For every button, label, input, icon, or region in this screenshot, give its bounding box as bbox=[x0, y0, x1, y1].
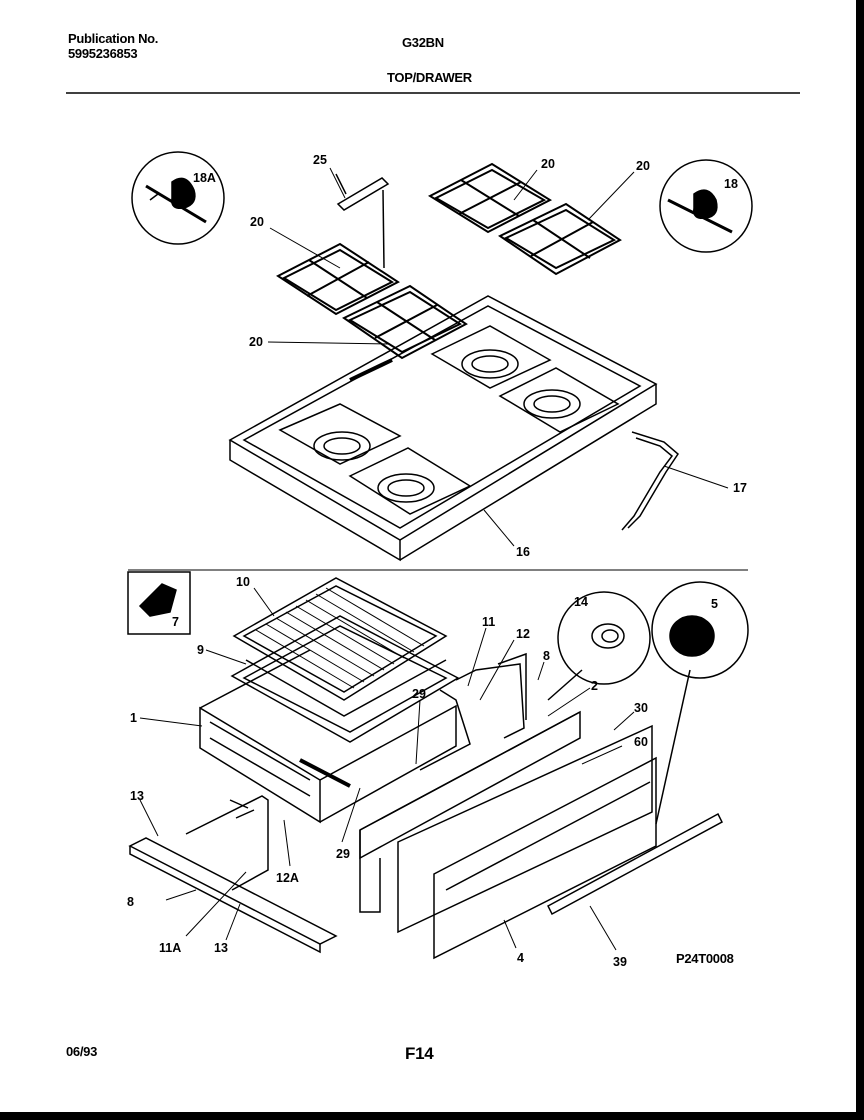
callout-leaders bbox=[139, 167, 729, 951]
callout-4: 4 bbox=[517, 951, 524, 965]
callout-29: 29 bbox=[336, 847, 350, 861]
part-17-wire bbox=[621, 431, 679, 531]
callout-17: 17 bbox=[733, 481, 747, 495]
callout-13: 13 bbox=[214, 941, 228, 955]
callout-13: 13 bbox=[130, 789, 144, 803]
callout-5: 5 bbox=[711, 597, 718, 611]
grate-left-back bbox=[276, 242, 400, 316]
callout-20: 20 bbox=[541, 157, 555, 171]
part-25-clip bbox=[335, 173, 390, 269]
inset-18 bbox=[659, 159, 753, 253]
grate-left-front bbox=[342, 284, 468, 360]
callout-2: 2 bbox=[591, 679, 598, 693]
callout-11: 11 bbox=[482, 615, 495, 629]
publication-label: Publication No. bbox=[68, 31, 159, 46]
scan-border-right bbox=[856, 0, 864, 1120]
section-title: TOP/DRAWER bbox=[387, 70, 472, 85]
callout-20: 20 bbox=[636, 159, 650, 173]
drawer-handle-39 bbox=[547, 812, 723, 916]
drawer-body-1 bbox=[199, 649, 457, 824]
diagram-code: P24T0008 bbox=[676, 951, 734, 966]
callout-14: 14 bbox=[574, 595, 588, 609]
broil-rack-10 bbox=[232, 577, 448, 717]
callout-18A: 18A bbox=[193, 171, 216, 185]
publication-number: 5995236853 bbox=[68, 46, 138, 61]
callout-8: 8 bbox=[127, 895, 134, 909]
drawer-outer-front-4 bbox=[433, 756, 657, 960]
cooktop-16 bbox=[228, 295, 658, 562]
callout-20: 20 bbox=[250, 215, 264, 229]
leader-5 bbox=[655, 669, 691, 825]
slide-rails-13 bbox=[128, 795, 338, 954]
callout-18: 18 bbox=[724, 177, 738, 191]
callout-29: 29 bbox=[412, 687, 426, 701]
callout-1: 1 bbox=[130, 711, 137, 725]
callout-8: 8 bbox=[543, 649, 550, 663]
callout-39: 39 bbox=[613, 955, 627, 969]
callout-30: 30 bbox=[634, 701, 648, 715]
callout-9: 9 bbox=[197, 643, 204, 657]
date-code: 06/93 bbox=[66, 1044, 98, 1059]
inset-7 bbox=[127, 571, 191, 635]
scan-border-bottom bbox=[0, 1112, 864, 1120]
callout-11A: 11A bbox=[159, 941, 181, 955]
callout-labels: 25 20 20 20 20 18A 18 17 16 7 10 9 1 11 … bbox=[127, 153, 747, 969]
drawer-front-30 bbox=[397, 724, 653, 934]
callout-10: 10 bbox=[236, 575, 250, 589]
callout-12A: 12A bbox=[276, 871, 299, 885]
model-number: G32BN bbox=[402, 35, 444, 50]
callout-20: 20 bbox=[249, 335, 263, 349]
drawer-inner-panel bbox=[359, 710, 581, 913]
inset-14 bbox=[557, 591, 651, 685]
callout-7: 7 bbox=[172, 615, 179, 629]
callout-12: 12 bbox=[516, 627, 530, 641]
inset-5 bbox=[651, 581, 749, 679]
leader-14 bbox=[547, 669, 583, 701]
inset-18A bbox=[131, 151, 225, 245]
page-number: F14 bbox=[405, 1044, 434, 1063]
callout-60: 60 bbox=[634, 735, 648, 749]
broil-pan-9 bbox=[230, 615, 460, 743]
callout-16: 16 bbox=[516, 545, 530, 559]
callout-25: 25 bbox=[313, 153, 327, 167]
grate-right-back bbox=[427, 162, 553, 234]
grate-right-front bbox=[498, 202, 622, 276]
drawer-side-brackets bbox=[419, 652, 527, 771]
